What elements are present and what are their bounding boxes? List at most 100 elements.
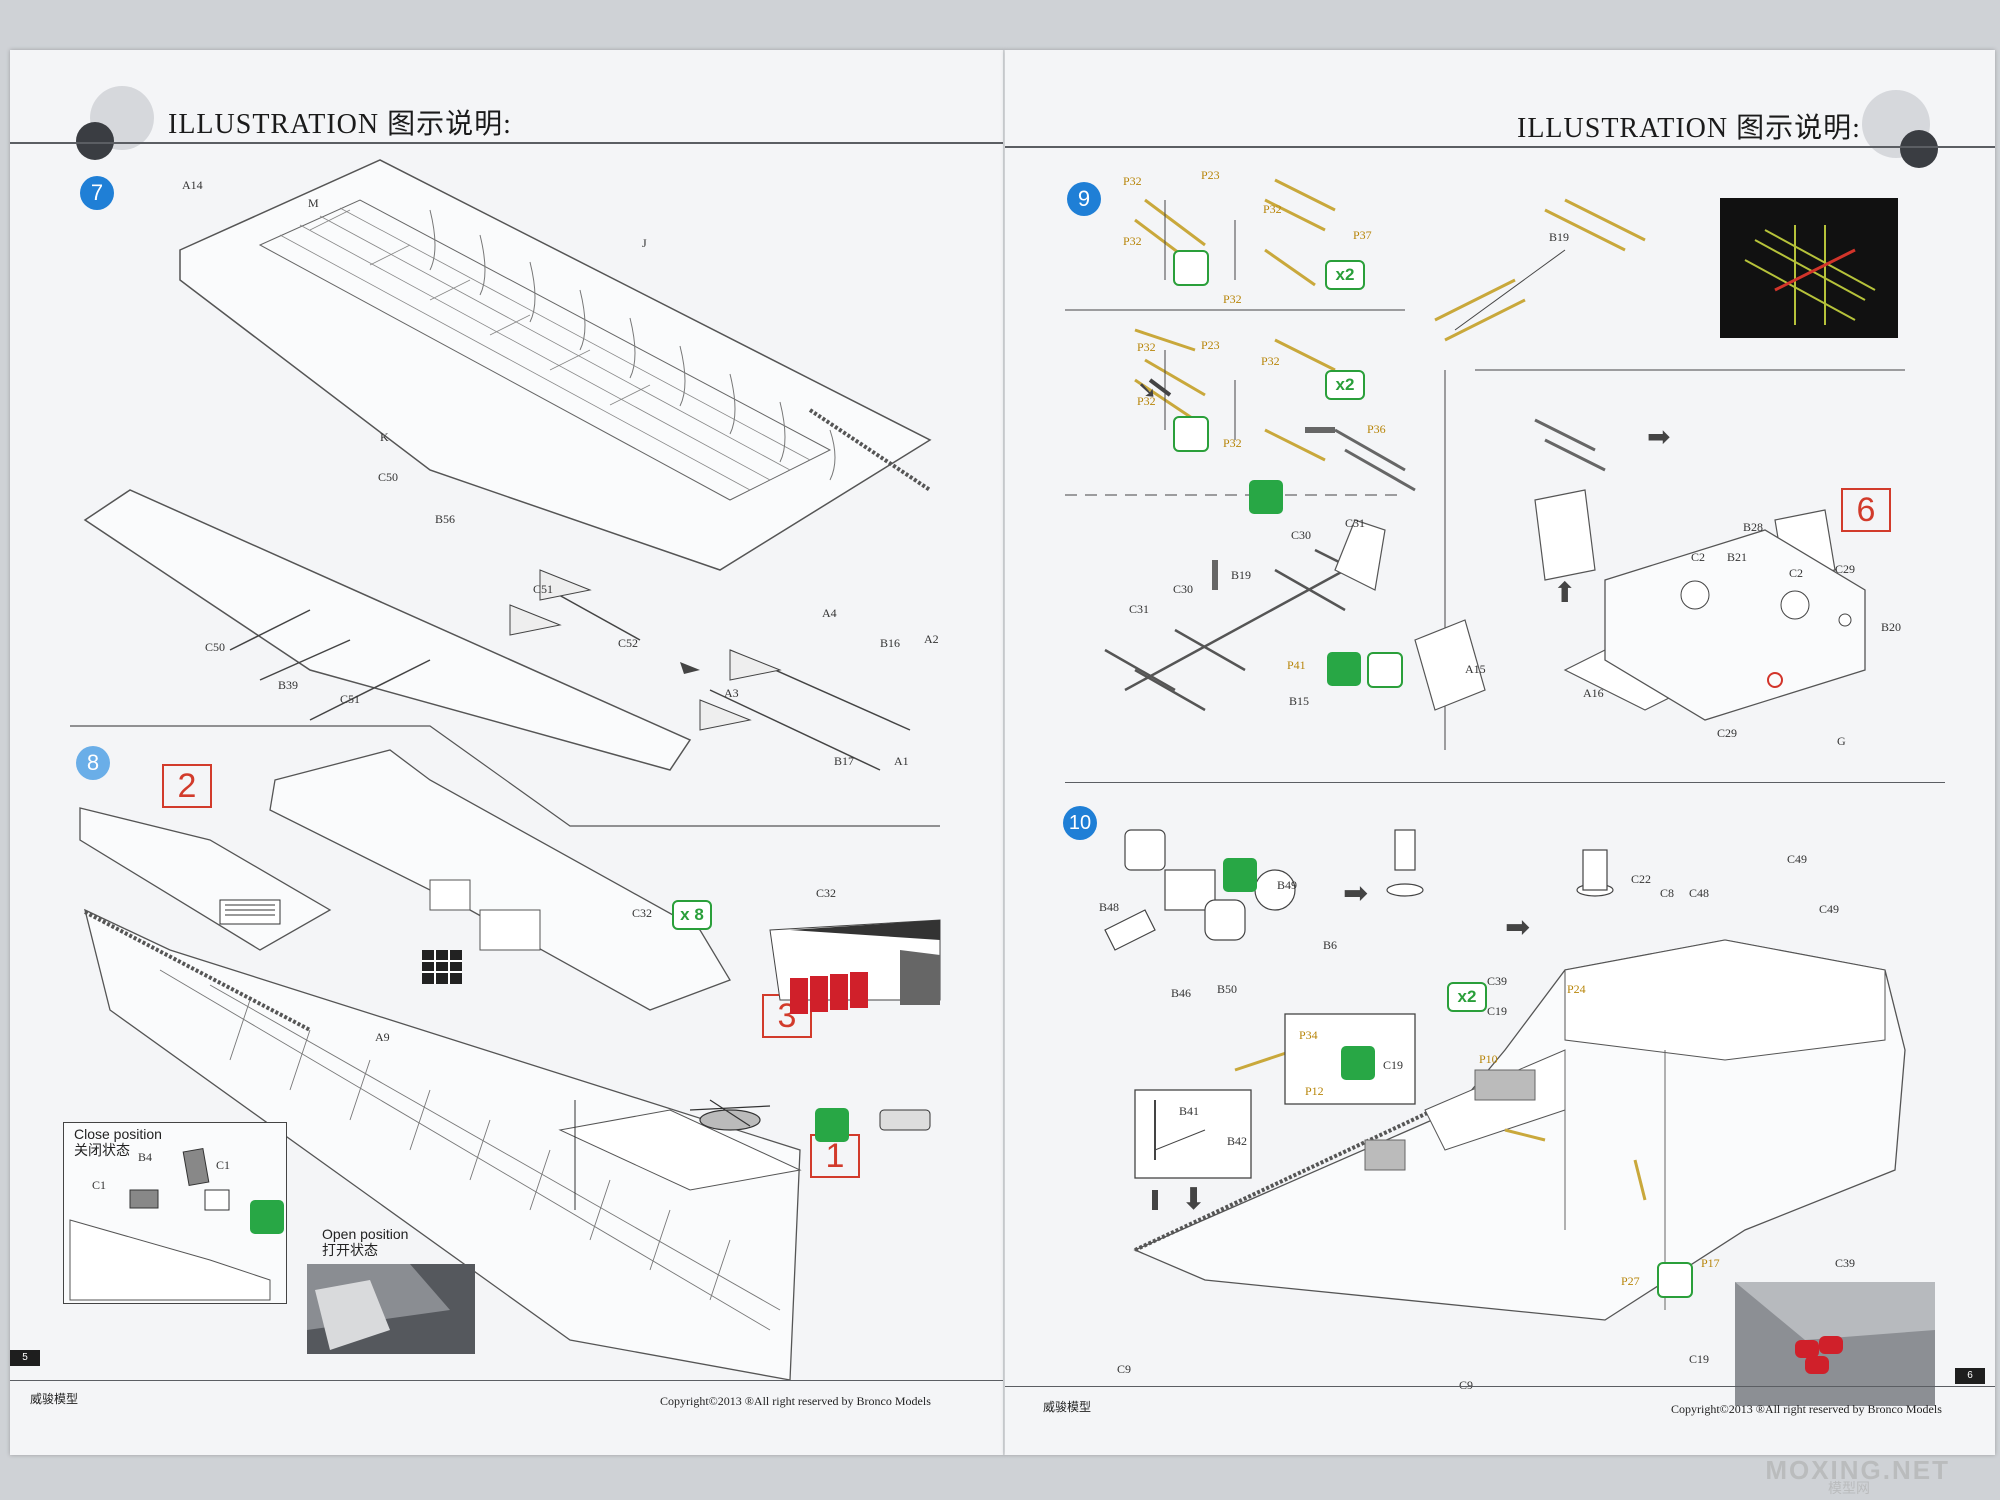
label-j: J — [642, 236, 647, 250]
label-c51-right: C51 — [533, 582, 554, 596]
callout-box-6: 6 — [1841, 488, 1891, 532]
label-b15: B15 — [1289, 694, 1310, 708]
open-position-caption-en: Open position — [322, 1226, 409, 1242]
label-a3: A3 — [724, 686, 739, 700]
label-c48: C48 — [1689, 886, 1710, 900]
step10-arrow-down-icon: ⬇ — [1181, 1182, 1207, 1217]
label-b17: B17 — [834, 754, 855, 768]
step9-arrow-down-icon: ➘ — [1137, 376, 1158, 404]
label-c29-top: C29 — [1835, 562, 1856, 576]
left-page-number: 5 — [10, 1350, 40, 1366]
label-c31-left: C31 — [1129, 602, 1150, 616]
label-b20: B20 — [1881, 620, 1902, 634]
step-8-hull-drawing — [79, 749, 941, 1381]
label-c30-left: C30 — [1173, 582, 1194, 596]
step9-arrow-up-icon: ⬆ — [1553, 576, 1577, 609]
label-b16: B16 — [880, 636, 901, 650]
label-c39-photo: C39 — [1835, 1256, 1856, 1270]
left-footer-copyright: Copyright©2013 ®All right reserved by Br… — [660, 1394, 931, 1408]
step10-arrow-right-2-icon: ➡ — [1505, 910, 1531, 945]
label-b49: B49 — [1277, 878, 1298, 892]
label-a2: A2 — [924, 632, 939, 646]
label-m: M — [308, 196, 319, 210]
label-p12: P12 — [1305, 1084, 1324, 1098]
label-k: K — [380, 430, 389, 444]
label-b39: B39 — [278, 678, 299, 692]
label-b28: B28 — [1743, 520, 1764, 534]
callout-box-2: 2 — [162, 764, 212, 808]
pe-parts-icon-step10 — [1341, 1046, 1375, 1080]
quantity-x2-badge-b: x2 — [1325, 370, 1365, 400]
label-c50-left: C50 — [205, 640, 226, 654]
glue-icon-a — [1173, 250, 1209, 286]
left-header-title: ILLUSTRATION 图示说明: — [168, 109, 512, 140]
open-position-caption-cn: 打开状态 — [322, 1242, 378, 1258]
label-p32-a: P32 — [1123, 174, 1142, 188]
step-divider-right — [1065, 782, 1945, 783]
right-footer-brand: 威骏模型 — [1043, 1400, 1092, 1414]
label-b46: B46 — [1171, 986, 1192, 1000]
right-header-title: ILLUSTRATION 图示说明: — [1517, 113, 1861, 144]
step9-arrow-right-icon: ➡ — [1647, 420, 1671, 453]
label-a1: A1 — [894, 754, 909, 768]
label-c19-photo: C19 — [1689, 1352, 1710, 1366]
label-c8: C8 — [1660, 886, 1675, 900]
quantity-x8-badge: x 8 — [672, 900, 712, 930]
step-divider-left — [70, 725, 940, 827]
label-c31-right: C31 — [1345, 516, 1366, 530]
step-9-drawing — [1065, 178, 1905, 750]
label-p34: P34 — [1299, 1028, 1318, 1042]
label-a14: A14 — [182, 178, 203, 192]
right-page: ILLUSTRATION 图示说明: 9 — [1005, 50, 1995, 1455]
pe-parts-icon-step8 — [815, 1108, 849, 1142]
left-page: ILLUSTRATION 图示说明: 7 — [10, 50, 1005, 1455]
label-p32-g: P32 — [1137, 394, 1156, 408]
left-footer-brand: 威骏模型 — [30, 1392, 79, 1406]
close-position-caption-en: Close position — [74, 1126, 162, 1142]
quantity-x2-badge-step10: x2 — [1447, 982, 1487, 1012]
label-b6: B6 — [1323, 938, 1338, 952]
label-c51-left: C51 — [340, 692, 361, 706]
label-p23-b: P23 — [1201, 338, 1220, 352]
label-p32-e: P32 — [1137, 340, 1156, 354]
right-header-rule — [1005, 146, 1995, 148]
label-c9-left: C9 — [1117, 1362, 1132, 1376]
label-g: G — [1837, 734, 1846, 748]
label-c19-top: C19 — [1487, 1004, 1508, 1018]
label-p10: P10 — [1479, 1052, 1498, 1066]
label-c1-left: C1 — [92, 1178, 107, 1192]
right-footer-copyright: Copyright©2013 ®All right reserved by Br… — [1671, 1402, 1942, 1416]
label-c9-right: C9 — [1459, 1378, 1474, 1392]
label-p32-h: P32 — [1223, 436, 1242, 450]
step10-arrow-right-1-icon: ➡ — [1343, 876, 1369, 911]
pe-remove-icon-step10 — [1223, 858, 1257, 892]
label-c49-top: C49 — [1787, 852, 1808, 866]
label-b21: B21 — [1727, 550, 1748, 564]
label-c2-right: C2 — [1789, 566, 1804, 580]
label-a16: A16 — [1583, 686, 1604, 700]
label-c1-right: C1 — [216, 1158, 231, 1172]
site-watermark: MOXING.NET — [1765, 1455, 1950, 1485]
left-header-rule — [10, 142, 1005, 144]
label-c19-inset: C19 — [1383, 1058, 1404, 1072]
label-b19-top: B19 — [1549, 230, 1570, 244]
right-page-number: 6 — [1955, 1368, 1985, 1384]
label-c22: C22 — [1631, 872, 1652, 886]
label-b19-mid: B19 — [1231, 568, 1252, 582]
label-b48: B48 — [1099, 900, 1120, 914]
open-position-photo — [307, 1264, 475, 1354]
label-b4: B4 — [138, 1150, 153, 1164]
label-p32-f: P32 — [1261, 354, 1280, 368]
label-p41: P41 — [1287, 658, 1306, 672]
label-p23-a: P23 — [1201, 168, 1220, 182]
glue-icon-b — [1173, 416, 1209, 452]
label-c32-main: C32 — [632, 906, 653, 920]
label-b50: B50 — [1217, 982, 1238, 996]
label-c50-top: C50 — [378, 470, 399, 484]
label-c52: C52 — [618, 636, 639, 650]
label-p32-c: P32 — [1123, 234, 1142, 248]
header-circle-dark-right — [1900, 130, 1938, 168]
glue-icon-c — [1367, 652, 1403, 688]
pe-parts-icon-step9 — [1249, 480, 1283, 514]
right-footer-rule — [1005, 1386, 1995, 1387]
